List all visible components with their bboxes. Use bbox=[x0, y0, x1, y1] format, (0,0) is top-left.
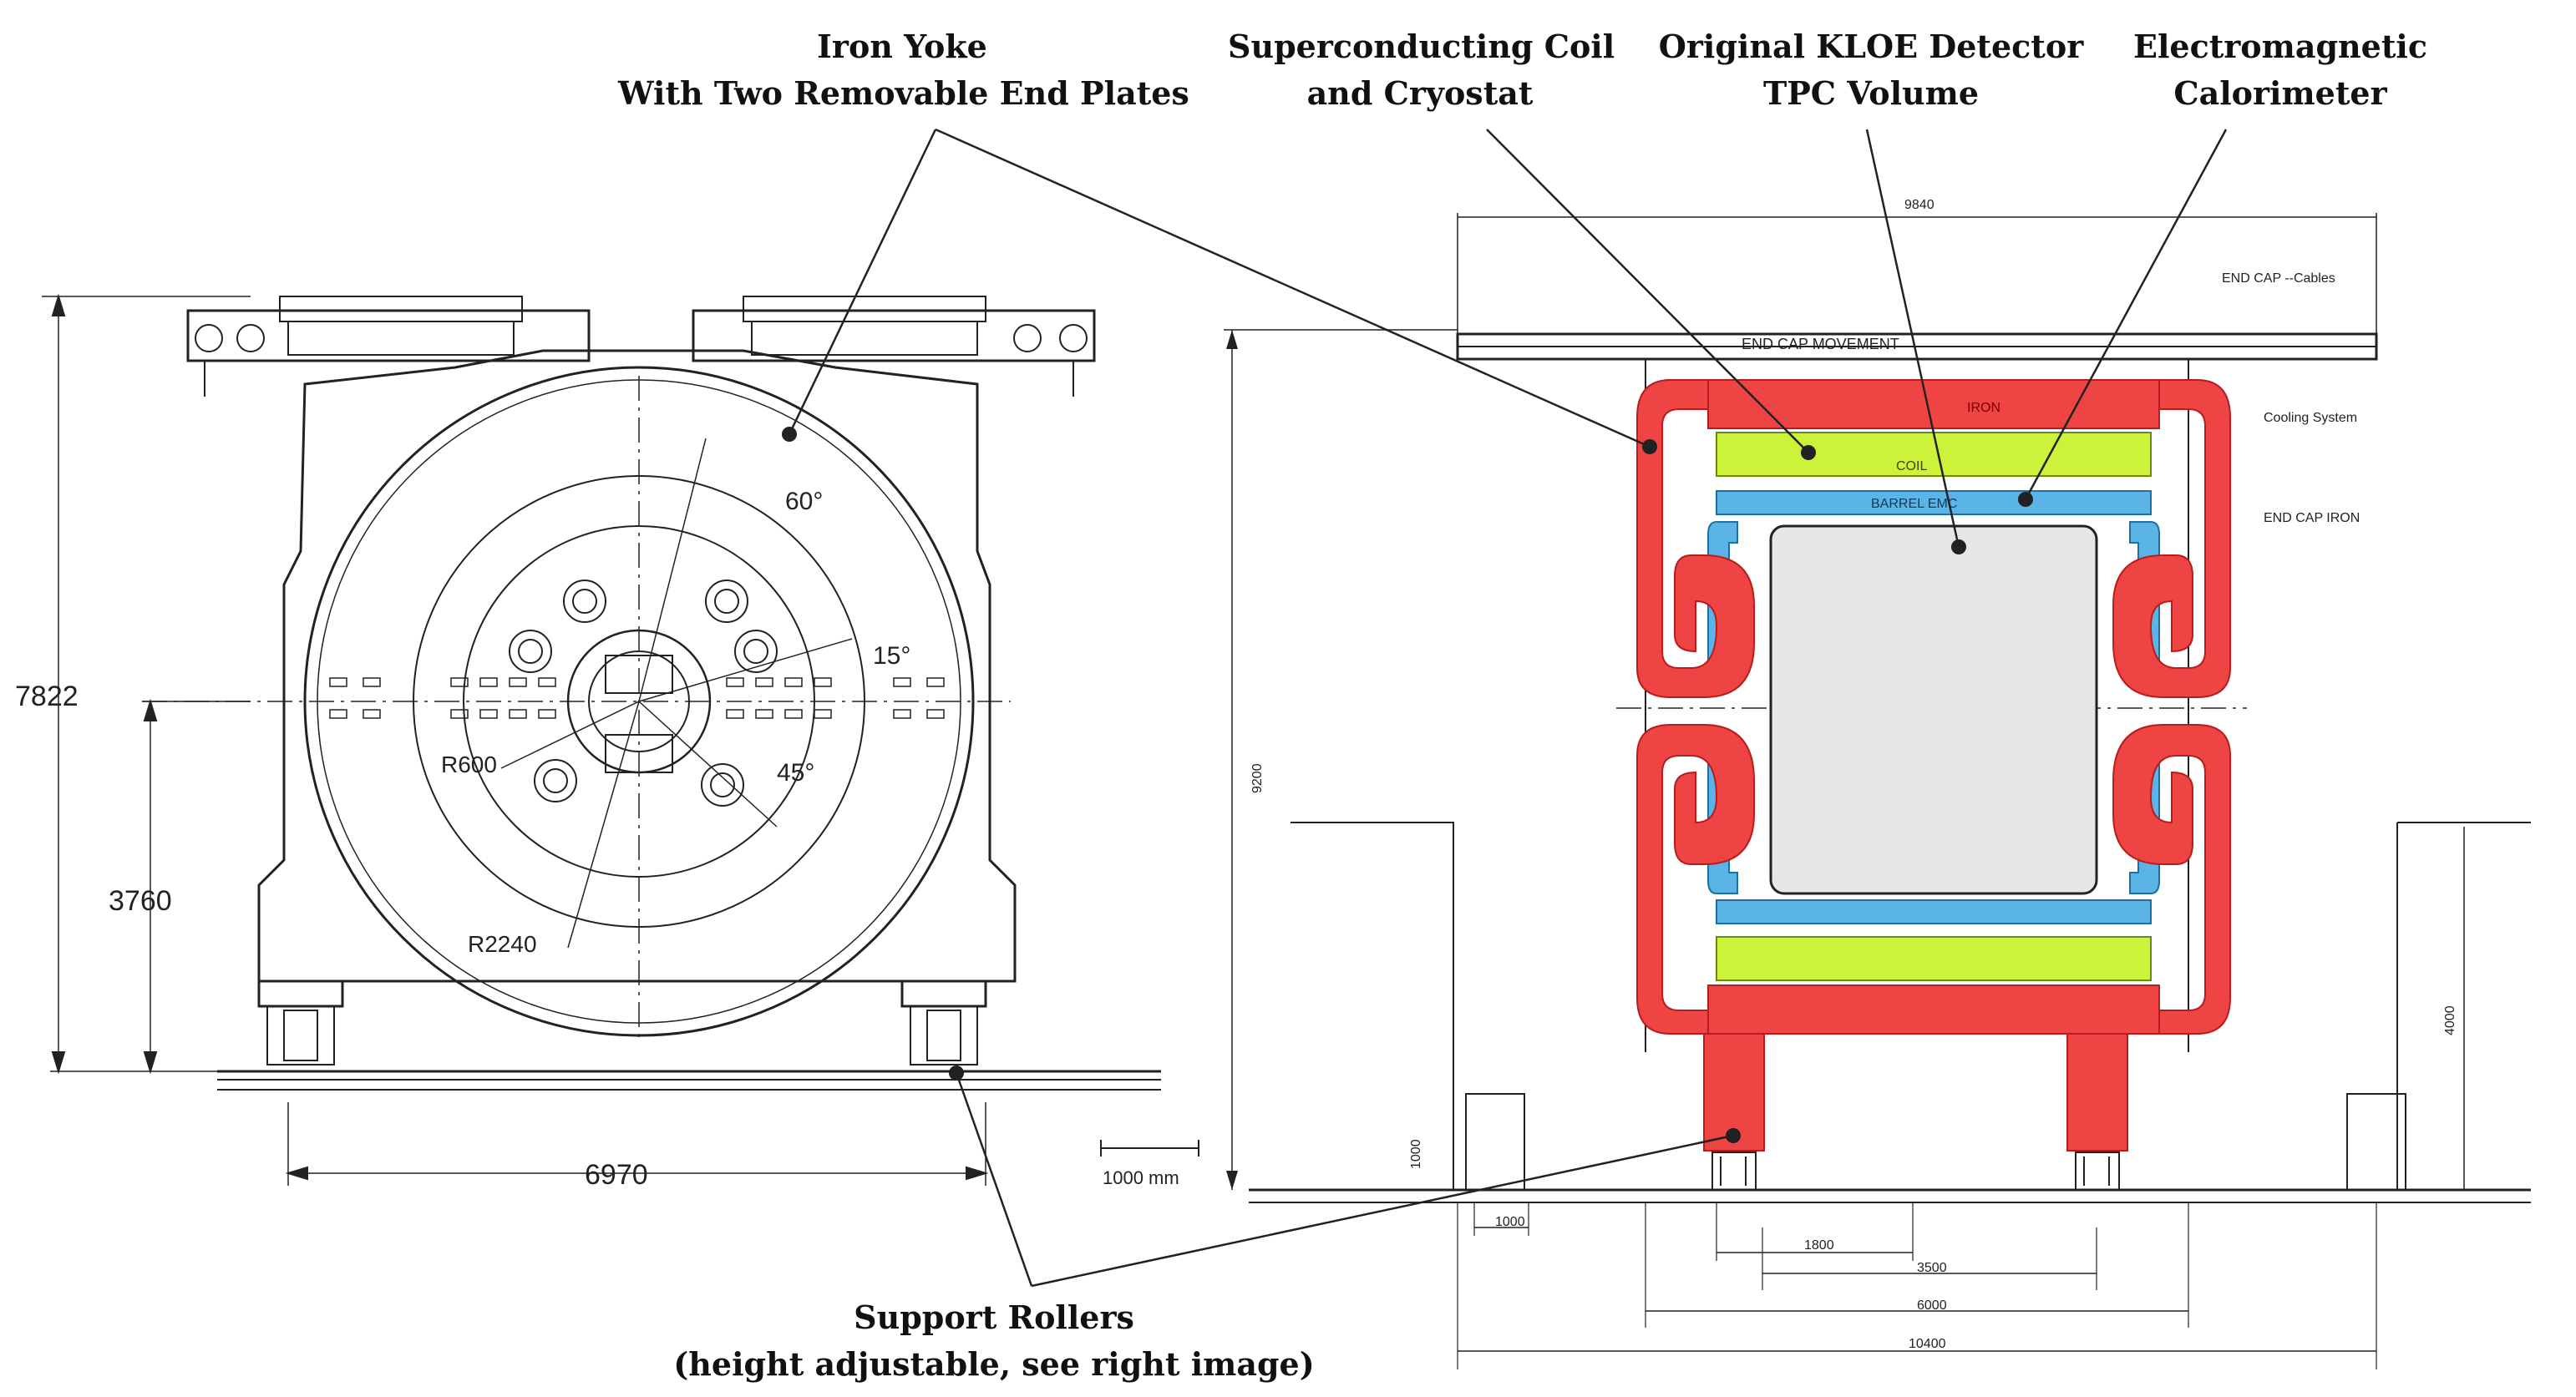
label-angle-45: 45° bbox=[777, 759, 814, 787]
roller-right-view-left bbox=[1711, 1152, 1757, 1191]
label-cooling-system: Cooling System bbox=[2264, 411, 2357, 425]
label-support-rollers: Support Rollers (height adjustable, see … bbox=[673, 1298, 1315, 1383]
label-electromagnetic-calorimeter: Electromagnetic Calorimeter bbox=[2133, 28, 2427, 112]
label-iron-yoke: Iron Yoke With Two Removable End Plates bbox=[618, 28, 1189, 112]
label-r2240: R2240 bbox=[468, 931, 537, 957]
roller-right-view-right bbox=[2075, 1152, 2120, 1191]
label-angle-60: 60° bbox=[785, 488, 823, 515]
dim-3500: 3500 bbox=[1917, 1261, 1947, 1275]
label-end-cap-cables: END CAP --Cables bbox=[2222, 271, 2335, 286]
dim-6970: 6970 bbox=[585, 1159, 648, 1191]
label-barrel-emc: BARREL EMC bbox=[1871, 497, 1957, 511]
label-superconducting-coil: Superconducting Coil and Cryostat bbox=[1228, 28, 1615, 112]
iron-bottom-beam bbox=[1707, 984, 2160, 1035]
dim-10400: 10400 bbox=[1909, 1337, 1946, 1351]
dim-1800: 1800 bbox=[1804, 1238, 1834, 1253]
right-side-view bbox=[1224, 213, 2531, 1369]
callout-dots bbox=[782, 427, 2033, 1143]
label-coil: COIL bbox=[1896, 459, 1927, 473]
label-kloe-tpc: Original KLOE Detector TPC Volume bbox=[1658, 28, 2084, 112]
support-leg-right bbox=[2066, 1033, 2128, 1152]
dim-9840: 9840 bbox=[1904, 198, 1935, 212]
left-bolt-holes bbox=[509, 580, 778, 807]
left-yoke-outline bbox=[257, 349, 1017, 983]
left-roller-right bbox=[900, 979, 987, 1065]
label-end-cap-movement: END CAP MOVEMENT bbox=[1742, 336, 1899, 352]
left-roller-left bbox=[257, 979, 344, 1065]
dim-4000: 4000 bbox=[2443, 1005, 2457, 1035]
label-r600: R600 bbox=[441, 752, 497, 777]
scale-bar-label: 1000 mm bbox=[1103, 1167, 1179, 1188]
left-slot-rows bbox=[329, 677, 945, 719]
coil-bottom bbox=[1716, 936, 2152, 981]
dim-9200: 9200 bbox=[1250, 763, 1265, 793]
left-top-rails bbox=[186, 296, 1096, 397]
label-iron: IRON bbox=[1967, 401, 2000, 415]
ecal-barrel-bottom bbox=[1716, 899, 2152, 924]
tpc-volume bbox=[1769, 524, 2098, 895]
left-end-view bbox=[42, 293, 1199, 1186]
ecal-barrel-top bbox=[1716, 490, 2152, 515]
dim-6000: 6000 bbox=[1917, 1298, 1947, 1313]
label-end-cap-iron: END CAP IRON bbox=[2264, 511, 2360, 525]
dim-3760: 3760 bbox=[109, 885, 172, 917]
iron-endcap-left bbox=[1636, 379, 1755, 1035]
label-angle-15: 15° bbox=[873, 642, 910, 670]
dim-1000-bottom: 1000 bbox=[1495, 1215, 1525, 1229]
coil-top bbox=[1716, 432, 2152, 477]
support-leg-left bbox=[1703, 1033, 1765, 1152]
iron-endcap-right bbox=[2112, 379, 2231, 1035]
dim-7822: 7822 bbox=[15, 681, 79, 712]
callout-leaders bbox=[788, 128, 2228, 1288]
dim-1000-left: 1000 bbox=[1409, 1139, 1423, 1169]
